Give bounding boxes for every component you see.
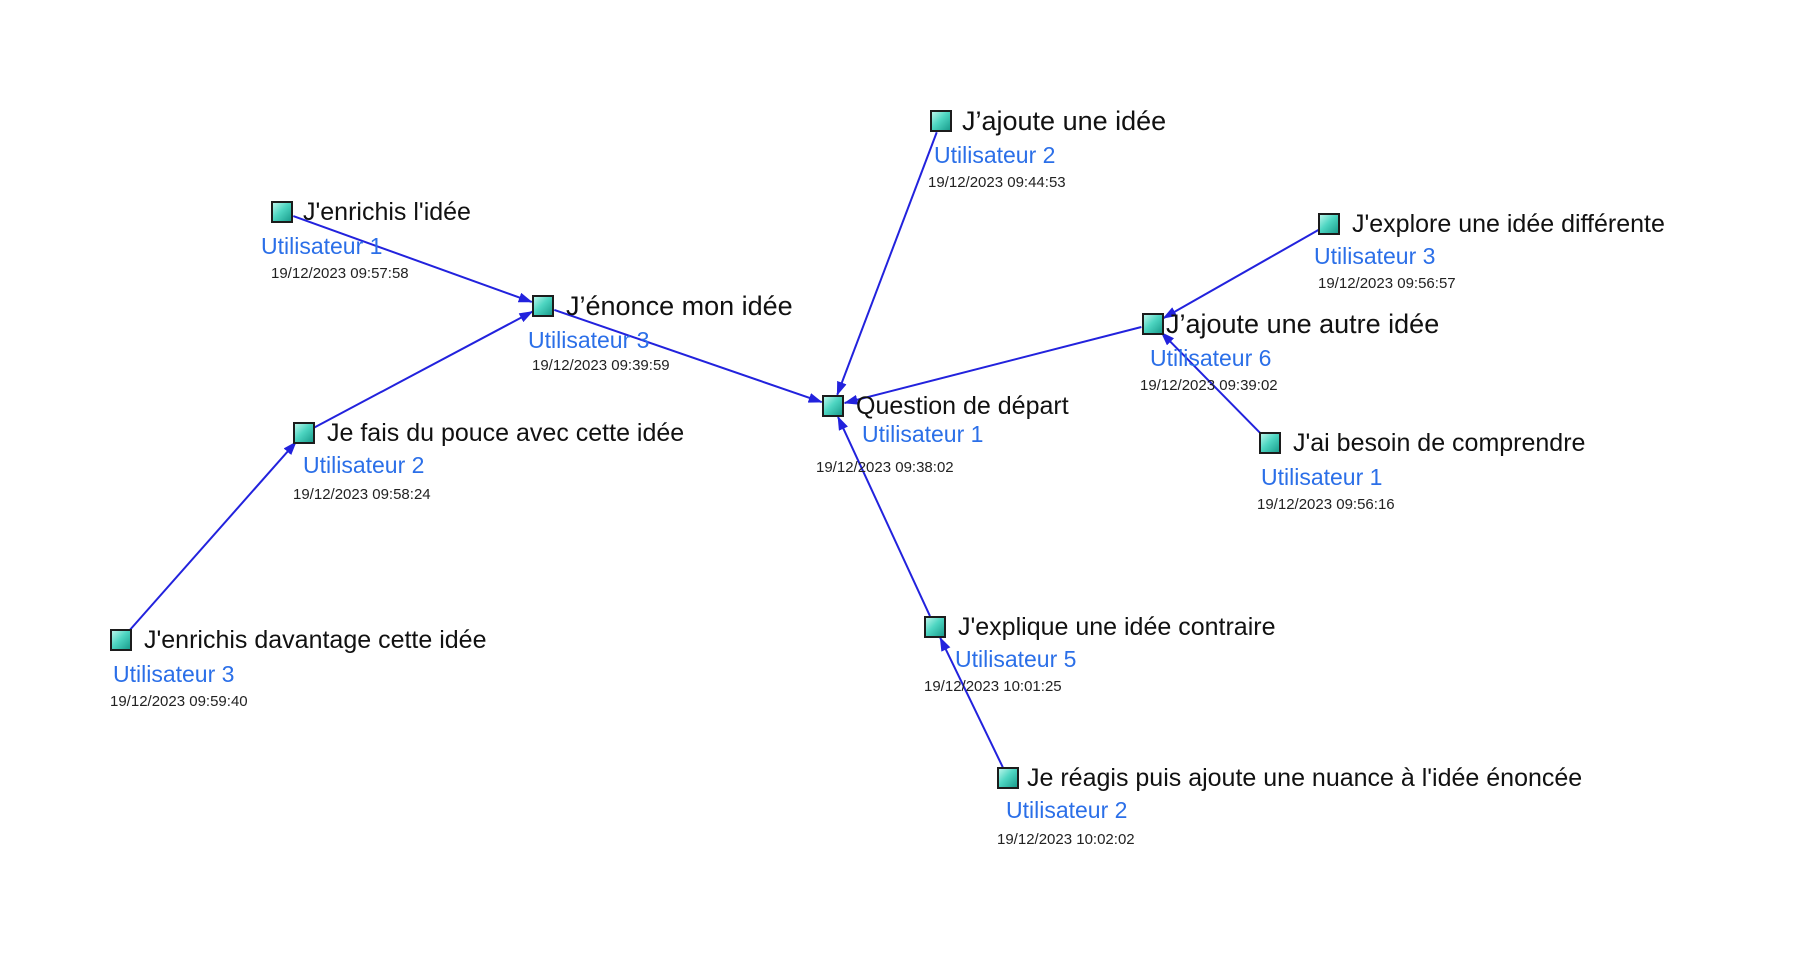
node-title: J'explique une idée contraire	[958, 613, 1276, 641]
node-square-icon	[271, 201, 293, 223]
node-user: Utilisateur 3	[113, 661, 235, 687]
node-square-icon	[293, 422, 315, 444]
node-timestamp: 19/12/2023 09:56:57	[1318, 275, 1456, 292]
node-square-icon	[924, 616, 946, 638]
node-title: J'enrichis l'idée	[303, 198, 471, 226]
node-square-icon	[822, 395, 844, 417]
node-user: Utilisateur 1	[862, 421, 984, 447]
node-user: Utilisateur 3	[1314, 243, 1436, 269]
node-timestamp: 19/12/2023 09:44:53	[928, 174, 1066, 191]
node-user: Utilisateur 3	[528, 327, 650, 353]
edge-besoin-to-autre	[1160, 331, 1263, 436]
node-square-icon	[110, 629, 132, 651]
node-square-icon	[532, 295, 554, 317]
node-j-ajoute-une-autre-idee[interactable]: J’ajoute une autre idée Utilisateur 6 19…	[1140, 309, 1502, 399]
node-user: Utilisateur 6	[1150, 345, 1272, 371]
node-user: Utilisateur 2	[1006, 797, 1128, 823]
node-user: Utilisateur 1	[261, 233, 383, 259]
node-je-reagis-puis-ajoute-une-nuance[interactable]: Je réagis puis ajoute une nuance à l'idé…	[997, 763, 1657, 853]
node-title: Question de départ	[856, 392, 1069, 420]
edge-enrichis-to-enonce	[292, 215, 533, 303]
edge-davantage-to-pouce	[128, 441, 297, 632]
node-j-explore-une-idee-differente[interactable]: J'explore une idée différente Utilisateu…	[1314, 209, 1758, 299]
node-timestamp: 19/12/2023 10:02:02	[997, 831, 1135, 848]
node-square-icon	[997, 767, 1019, 789]
edge-enonce-to-start	[554, 308, 823, 404]
node-j-ajoute-une-idee[interactable]: J’ajoute une idée Utilisateur 2 19/12/20…	[928, 106, 1230, 196]
edge-pouce-to-enonce	[314, 310, 534, 429]
edge-nuance-to-contraire	[939, 636, 1004, 768]
node-timestamp: 19/12/2023 09:58:24	[293, 486, 431, 503]
node-timestamp: 19/12/2023 09:39:59	[532, 357, 670, 374]
node-user: Utilisateur 1	[1261, 464, 1383, 490]
node-user: Utilisateur 5	[955, 646, 1077, 672]
node-je-fais-du-pouce[interactable]: Je fais du pouce avec cette idée Utilisa…	[293, 418, 733, 508]
edge-contraire-to-start	[837, 415, 931, 617]
node-timestamp: 19/12/2023 10:01:25	[924, 678, 1062, 695]
node-j-explique-une-idee-contraire[interactable]: J'explique une idée contraire Utilisateu…	[924, 612, 1344, 702]
node-title: J’ajoute une autre idée	[1166, 309, 1440, 339]
edge-explore-to-autre	[1162, 229, 1320, 319]
node-title: Je fais du pouce avec cette idée	[327, 419, 685, 447]
edge-ajoute-to-start	[836, 131, 938, 396]
node-user: Utilisateur 2	[934, 142, 1056, 168]
node-j-enrichis-l-idee[interactable]: J'enrichis l'idée Utilisateur 1 19/12/20…	[261, 197, 531, 287]
node-title: Je réagis puis ajoute une nuance à l'idé…	[1027, 764, 1583, 792]
node-timestamp: 19/12/2023 09:56:16	[1257, 496, 1395, 513]
node-square-icon	[1259, 432, 1281, 454]
node-user: Utilisateur 2	[303, 452, 425, 478]
node-timestamp: 19/12/2023 09:57:58	[271, 265, 409, 282]
node-j-enrichis-davantage[interactable]: J'enrichis davantage cette idée Utilisat…	[110, 625, 530, 715]
node-timestamp: 19/12/2023 09:38:02	[816, 459, 954, 476]
node-timestamp: 19/12/2023 09:59:40	[110, 693, 248, 710]
node-title: J’énonce mon idée	[566, 291, 793, 321]
node-title: J'ai besoin de comprendre	[1293, 429, 1586, 457]
node-square-icon	[1318, 213, 1340, 235]
node-j-ai-besoin-de-comprendre[interactable]: J'ai besoin de comprendre Utilisateur 1 …	[1257, 428, 1639, 518]
node-title: J'enrichis davantage cette idée	[144, 626, 487, 654]
node-question-de-depart[interactable]: Question de départ Utilisateur 1 19/12/2…	[816, 391, 1122, 481]
edge-autre-to-start	[843, 326, 1142, 405]
node-square-icon	[930, 110, 952, 132]
node-timestamp: 19/12/2023 09:39:02	[1140, 377, 1278, 394]
node-j-enonce-mon-idee[interactable]: J’énonce mon idée Utilisateur 3 19/12/20…	[528, 291, 852, 381]
node-title: J’ajoute une idée	[962, 106, 1167, 136]
edge-layer	[128, 131, 1320, 768]
node-square-icon	[1142, 313, 1164, 335]
node-title: J'explore une idée différente	[1352, 210, 1665, 238]
